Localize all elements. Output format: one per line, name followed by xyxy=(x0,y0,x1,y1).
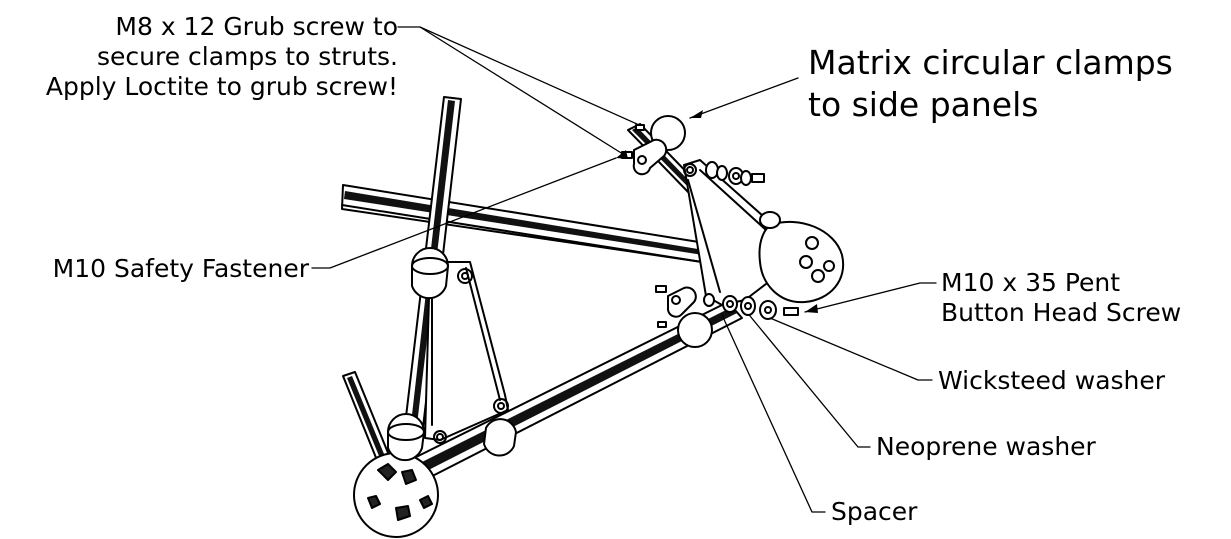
left-side-panel xyxy=(424,261,509,444)
leader-neoprene-washer xyxy=(749,315,871,448)
leader-matrix-clamps xyxy=(689,77,799,119)
leader-wicksteed-washer xyxy=(769,317,933,381)
clamp-right-lower xyxy=(666,286,713,348)
leader-grub-screw-2 xyxy=(419,26,627,157)
lower-hardware-stack xyxy=(703,293,799,320)
upper-hardware-stack xyxy=(705,161,765,186)
leader-spacer xyxy=(721,314,826,513)
clamp-left-upper xyxy=(411,247,449,300)
lower-left-ball-connector xyxy=(353,452,439,538)
leader-safety-fastener xyxy=(311,157,617,269)
clamp-left-lower xyxy=(387,413,425,462)
label-spacer: Spacer xyxy=(831,497,918,526)
label-grub-screw: M8 x 12 Grub screw to secure clamps to s… xyxy=(45,12,398,101)
leader-pent-screw xyxy=(804,282,937,313)
arrowheads xyxy=(616,110,818,313)
label-neoprene-washer: Neoprene washer xyxy=(876,432,1096,461)
label-wicksteed-washer: Wicksteed washer xyxy=(938,366,1166,395)
label-safety-fastener: M10 Safety Fastener xyxy=(52,254,309,283)
label-pent-screw: M10 x 35 Pent Button Head Screw xyxy=(941,268,1182,327)
right-ball-connector xyxy=(758,211,845,304)
clamp-lower-middle xyxy=(483,418,517,457)
leader-grub-screw xyxy=(397,26,638,125)
cross-tube xyxy=(341,184,706,263)
clamp-top xyxy=(632,115,686,176)
leader-lines xyxy=(311,26,937,513)
label-matrix-clamps: Matrix circular clamps to side panels xyxy=(808,43,1173,124)
